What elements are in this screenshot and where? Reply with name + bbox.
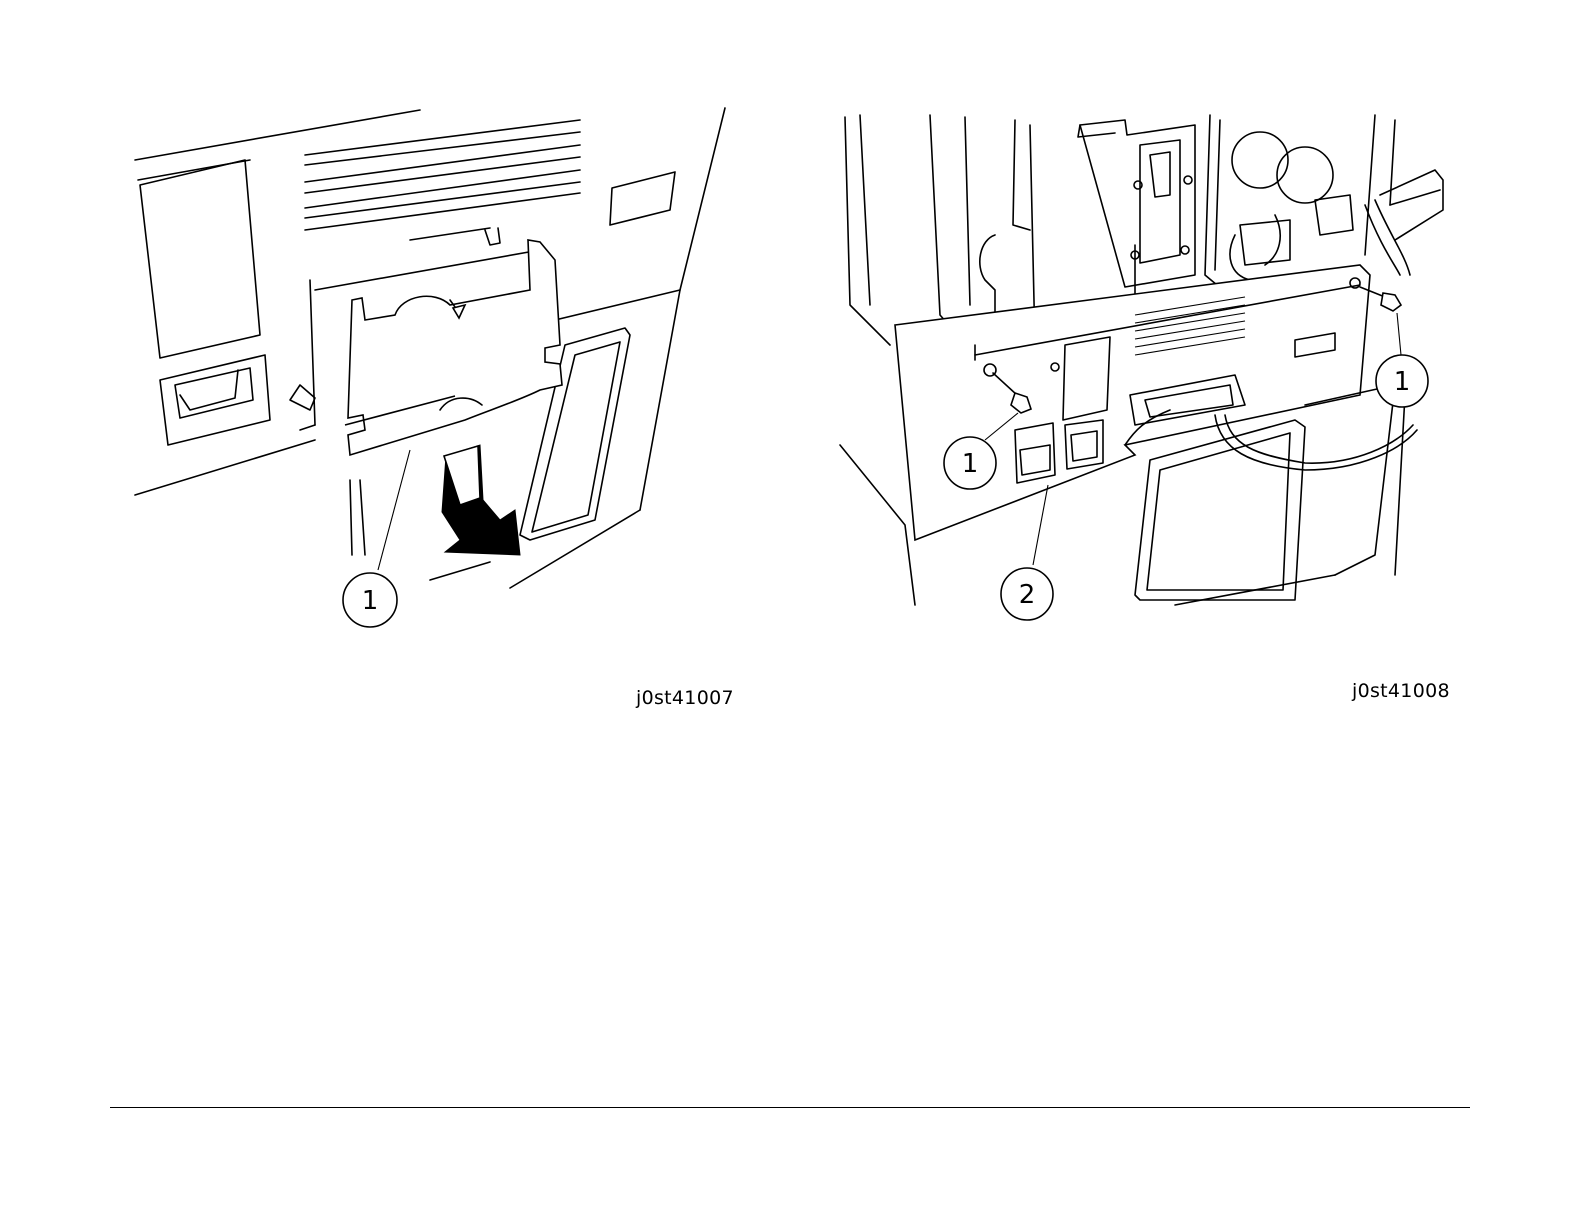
- machine-top-edge: [135, 110, 420, 160]
- footer-divider: [110, 1107, 1470, 1108]
- removable-cover: [345, 228, 562, 455]
- machine-left-edge: [845, 117, 890, 345]
- callout-number: 1: [962, 449, 979, 479]
- label-plate: [610, 172, 675, 225]
- callout-leader: [1397, 313, 1401, 355]
- callout-number: 1: [1394, 367, 1411, 397]
- callout-1: 1: [343, 573, 397, 627]
- figure-id-label: j0st41007: [636, 687, 734, 709]
- rear-cover-panel: [895, 265, 1370, 540]
- callout-1-right: 1: [1376, 355, 1428, 407]
- callout-number: 1: [362, 586, 379, 616]
- bracket-assembly: [1078, 120, 1195, 287]
- figure-rear-panel: 1 1 2: [835, 105, 1455, 630]
- figure-cover-removal: 1: [120, 100, 740, 640]
- figure-id-label: j0st41008: [1352, 680, 1450, 702]
- callout-leader: [1033, 485, 1048, 565]
- callout-number: 2: [1019, 580, 1036, 610]
- lower-door: [1135, 420, 1305, 600]
- callout-2: 2: [1001, 568, 1053, 620]
- machine-right-edge: [640, 108, 725, 510]
- left-panel: [140, 160, 260, 358]
- callout-leader: [378, 450, 410, 570]
- motor-assembly: [1205, 115, 1410, 290]
- vent-slots: [305, 120, 580, 230]
- callout-1-left: 1: [944, 437, 996, 489]
